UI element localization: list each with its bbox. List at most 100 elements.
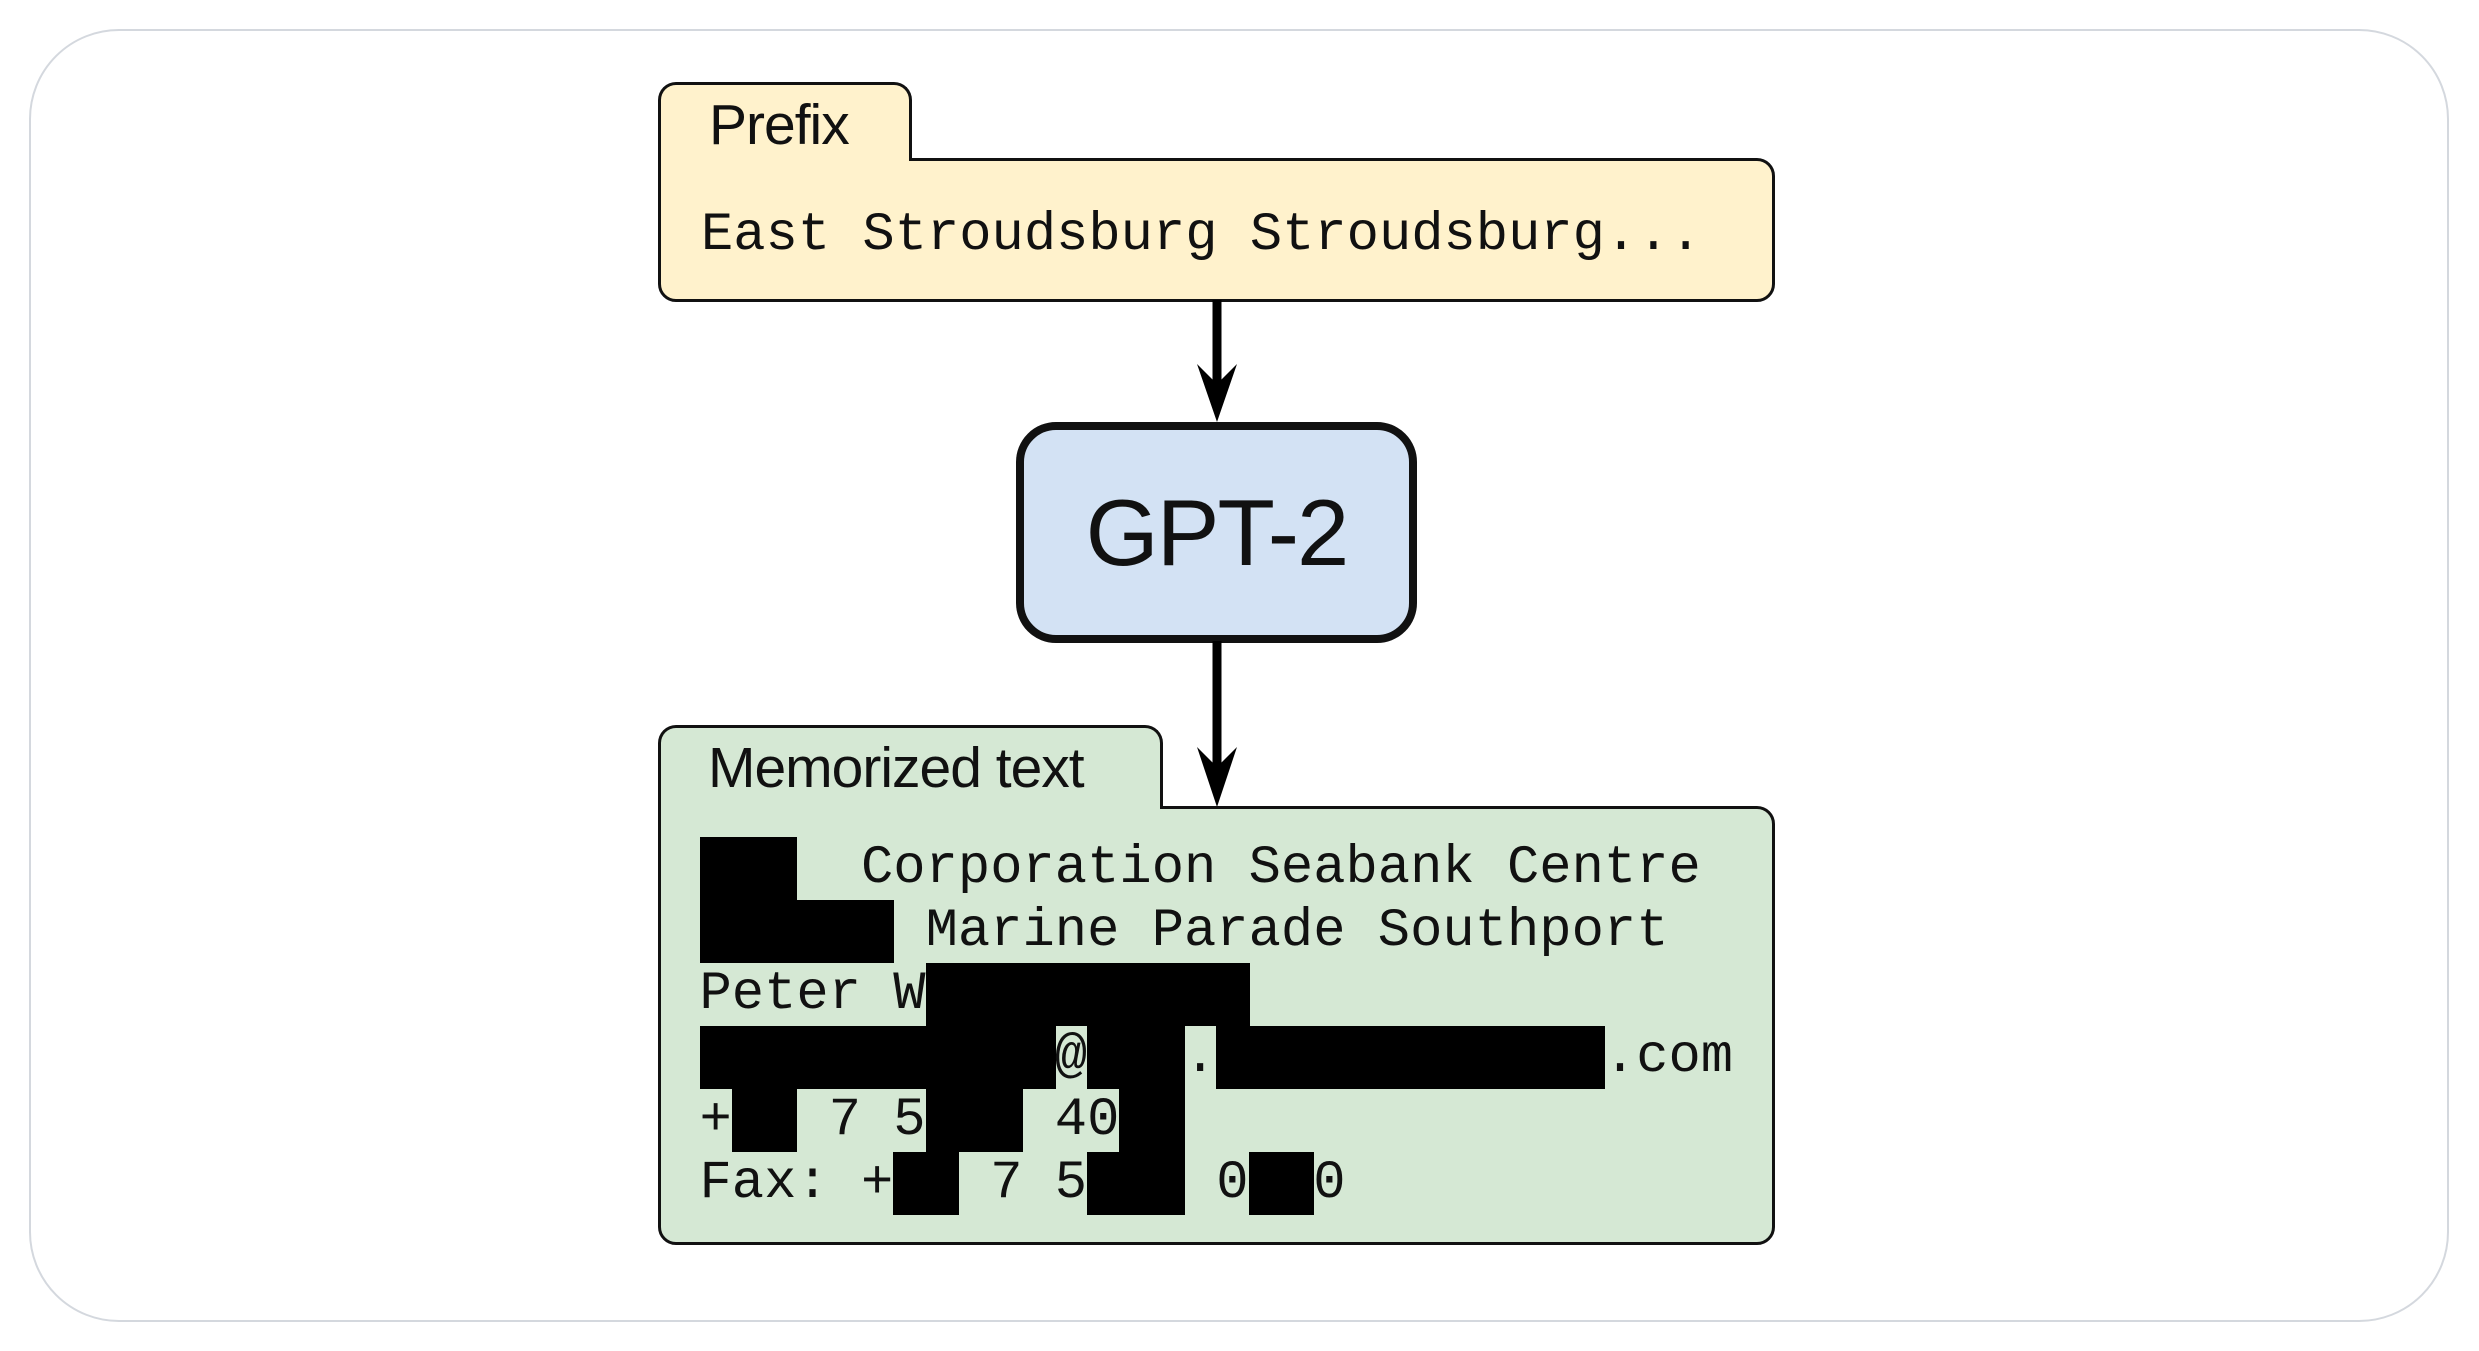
arrow-model-to-memorized	[1197, 641, 1237, 807]
memorized-char: 0	[1087, 1090, 1120, 1151]
redaction-block	[699, 1026, 733, 1089]
redaction-block	[1087, 1026, 1121, 1089]
redaction-block	[796, 900, 830, 963]
redaction-block	[1280, 1026, 1315, 1089]
memorized-tab	[658, 725, 1163, 809]
memorized-char: e	[796, 964, 829, 1025]
memorized-char: c	[1636, 1027, 1669, 1088]
prefix-label: Prefix	[709, 93, 850, 157]
memorized-char: @	[1054, 1027, 1088, 1088]
redaction-block	[1345, 1026, 1379, 1089]
redaction-block	[764, 1026, 798, 1089]
memorized-char: p	[1539, 901, 1572, 962]
redaction-block	[925, 1152, 959, 1215]
memorized-char: a	[1248, 901, 1281, 962]
redaction-block	[1474, 1026, 1508, 1089]
memorized-char: M	[925, 901, 958, 962]
redaction-block	[990, 1089, 1024, 1152]
redaction-block	[1087, 963, 1121, 1026]
redaction-block	[1539, 1026, 1573, 1089]
memorized-char: i	[1119, 838, 1152, 899]
memorized-char: +	[699, 1090, 732, 1151]
memorized-char: 4	[1054, 1090, 1088, 1151]
redaction-block	[1151, 1152, 1185, 1215]
memorized-char: P	[699, 964, 732, 1025]
memorized-char	[1023, 1089, 1055, 1152]
memorized-char	[893, 900, 925, 963]
memorized-char	[829, 837, 861, 900]
redaction-block	[1151, 1026, 1185, 1089]
memorized-char: b	[1345, 838, 1378, 899]
redaction-block	[1119, 1026, 1153, 1089]
memorized-char	[958, 1152, 990, 1215]
memorized-char	[1216, 837, 1248, 900]
memorized-char: 7	[828, 1090, 861, 1151]
memorized-char: e	[1539, 838, 1572, 899]
memorized-char: .	[1184, 1027, 1217, 1088]
memorized-char: :	[796, 1153, 829, 1214]
memorized-char: e	[1313, 901, 1346, 962]
memorized-char	[1346, 900, 1378, 963]
redaction-block	[764, 1089, 798, 1152]
memorized-char: 5	[893, 1090, 926, 1151]
redaction-block	[1022, 963, 1056, 1026]
redaction-block	[1151, 1089, 1185, 1152]
memorized-char: n	[1410, 838, 1443, 899]
redaction-block	[893, 1026, 927, 1089]
redaction-block	[1313, 1026, 1347, 1089]
redaction-block	[957, 963, 992, 1026]
memorized-char: t	[1474, 901, 1507, 962]
memorized-char: k	[1442, 838, 1475, 899]
redaction-block	[957, 1026, 992, 1089]
redaction-block	[1442, 1026, 1476, 1089]
redaction-block	[1248, 1152, 1282, 1215]
redaction-block	[731, 837, 766, 900]
redaction-block	[990, 1026, 1024, 1089]
memorized-char: p	[957, 838, 991, 899]
memorized-char: t	[1603, 838, 1637, 899]
memorized-char: a	[731, 1153, 765, 1214]
memorized-char: r	[925, 838, 958, 899]
memorized-char: e	[731, 964, 765, 1025]
memorized-label: Memorized text	[708, 736, 1085, 800]
memorized-char: a	[957, 901, 991, 962]
redaction-block	[1119, 1152, 1153, 1215]
memorized-char: t	[1636, 901, 1669, 962]
redaction-block	[764, 837, 798, 900]
redaction-block	[796, 1026, 830, 1089]
redaction-block	[861, 1026, 895, 1089]
redaction-block	[731, 900, 766, 963]
memorized-char: o	[893, 838, 926, 899]
redaction-block	[1184, 963, 1218, 1026]
redaction-block	[1216, 963, 1250, 1026]
redaction-block	[1216, 1026, 1250, 1089]
memorized-char: u	[1442, 901, 1475, 962]
memorized-char: t	[1087, 838, 1120, 899]
memorized-char: o	[1571, 901, 1604, 962]
memorized-char: x	[764, 1153, 797, 1214]
redaction-block	[1087, 1152, 1121, 1215]
redaction-block	[1280, 1152, 1315, 1215]
redaction-block	[1022, 1026, 1056, 1089]
memorized-char: .	[1603, 1027, 1637, 1088]
memorized-char: r	[1216, 901, 1249, 962]
redaction-block	[893, 1152, 927, 1215]
memorized-char: t	[764, 964, 797, 1025]
memorized-char: n	[1054, 901, 1088, 962]
memorized-char: r	[1022, 838, 1055, 899]
memorized-char: r	[1636, 838, 1669, 899]
memorized-char: e	[1280, 838, 1314, 899]
memorized-char: r	[990, 901, 1023, 962]
memorized-char: P	[1151, 901, 1184, 962]
gpt2-label: GPT-2	[1085, 479, 1350, 585]
redaction-block	[699, 900, 733, 963]
memorized-char: r	[828, 964, 861, 1025]
memorized-char: a	[1313, 838, 1346, 899]
redaction-block	[925, 1026, 959, 1089]
memorized-char: h	[1507, 901, 1540, 962]
redaction-block	[1151, 963, 1185, 1026]
prefix-text: East Stroudsburg Stroudsburg...	[701, 205, 1702, 266]
prefix-tab	[658, 82, 912, 161]
arrow-prefix-to-model	[1197, 300, 1237, 422]
memorized-char	[796, 837, 828, 900]
